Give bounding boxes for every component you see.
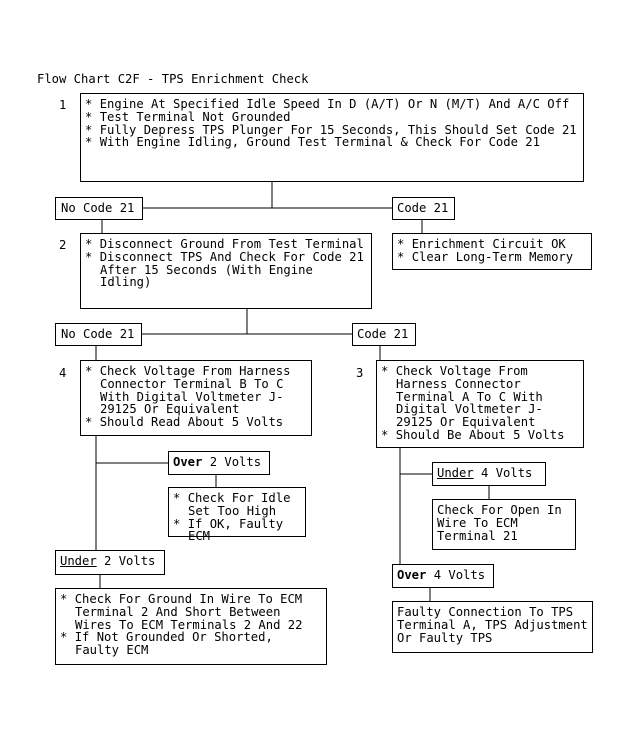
step2-item: * Disconnect TPS And Check For Code 21 A… [85,249,364,290]
step-number-2: 2 [59,238,67,252]
step-4-box: * Check Voltage From Harness Connector T… [80,360,312,436]
ground-item: * Check For Ground In Wire To ECM Termin… [60,592,303,632]
step-number-4: 4 [59,366,67,380]
idle-item: * If OK, Faulty ECM [173,516,284,544]
faulty-tps-text: Faulty Connection To TPS Terminal A, TPS… [397,605,588,645]
step1-item: * Engine At Specified Idle Speed In D (A… [85,97,570,111]
step2-item: * Disconnect Ground From Test Terminal [85,237,364,251]
step-number-1: 1 [59,98,67,112]
under-4-volts-label: Under 4 Volts [432,462,546,486]
step1-item: * Fully Depress TPS Plunger For 15 Secon… [85,122,577,137]
over-2-volts-label: Over 2 Volts [168,451,270,475]
faulty-tps-box: Faulty Connection To TPS Terminal A, TPS… [392,601,593,653]
step-3-box: * Check Voltage From Harness Connector T… [376,360,584,448]
no-code-21-label-1: No Code 21 [55,197,143,220]
open-wire-box: Check For Open In Wire To ECM Terminal 2… [432,499,576,550]
page-title: Flow Chart C2F - TPS Enrichment Check [37,72,309,86]
under-2-volts-label: Under 2 Volts [55,550,165,575]
step4-item: * Check Voltage From Harness Connector T… [85,364,291,417]
code-21-label-1: Code 21 [392,197,455,220]
step3-item: * Check Voltage From Harness Connector T… [381,364,543,430]
no-code-21-label-2: No Code 21 [55,323,142,346]
enrich-item: * Enrichment Circuit OK [397,237,566,251]
step3-item: * Should Be About 5 Volts [381,427,565,442]
step-number-3: 3 [356,366,364,380]
code-21-label-2: Code 21 [352,323,416,346]
enrichment-ok-box: * Enrichment Circuit OK * Clear Long-Ter… [392,233,592,270]
step1-item: * Test Terminal Not Grounded [85,109,291,124]
step-2-box: * Disconnect Ground From Test Terminal *… [80,233,372,309]
idle-item: * Check For Idle Set Too High [173,491,291,518]
ground-check-box: * Check For Ground In Wire To ECM Termin… [55,588,327,665]
idle-check-box: * Check For Idle Set Too High * If OK, F… [168,487,306,543]
step4-item: * Should Read About 5 Volts [85,415,284,430]
open-wire-text: Check For Open In Wire To ECM Terminal 2… [437,503,562,543]
enrich-item: * Clear Long-Term Memory [397,249,574,264]
step1-item: * With Engine Idling, Ground Test Termin… [85,135,540,150]
ground-item: * If Not Grounded Or Shorted, Faulty ECM [60,630,273,658]
over-4-volts-label: Over 4 Volts [392,564,494,588]
step-1-box: * Engine At Specified Idle Speed In D (A… [80,93,584,182]
